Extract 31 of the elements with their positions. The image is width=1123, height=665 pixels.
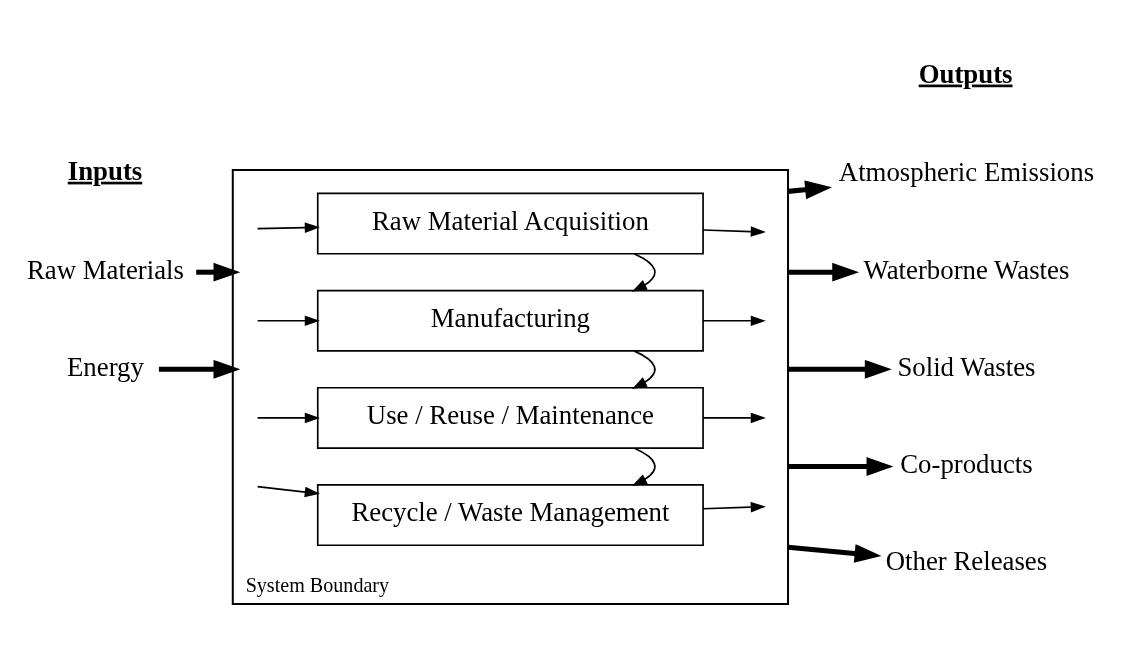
node-text: Solid Wastes [897,351,1036,382]
node-box: Raw Material Acquisition [316,192,704,255]
node-box: Recycle / Waste Management [316,484,704,547]
arrow [788,359,892,379]
arrow [256,222,320,233]
node-text: Other Releases [885,546,1048,577]
node-box: Use / Reuse / Maintenance [316,386,704,449]
node-text: Raw Materials [26,254,184,285]
arrow [196,262,241,282]
arrow [788,457,894,476]
arrow [788,262,860,282]
label: Outputs [918,58,1013,89]
node-text: Co-products [900,448,1033,479]
label: Inputs [67,155,143,186]
arrow [631,350,656,389]
arrow [256,485,320,498]
arrow [787,180,832,200]
arrow [256,412,320,424]
arrow [256,315,320,327]
arrow [787,544,882,563]
arrow [158,359,241,379]
arrow [702,226,766,237]
arrow [702,412,766,424]
arrow [702,315,766,327]
arrow [631,447,656,487]
node-box: Manufacturing [316,289,704,352]
node-text: Waterborne Wastes [863,254,1070,285]
node-text: Atmospheric Emissions [838,157,1095,188]
arrow [702,501,766,513]
arrow [631,253,656,292]
node-text: Energy [67,351,144,382]
